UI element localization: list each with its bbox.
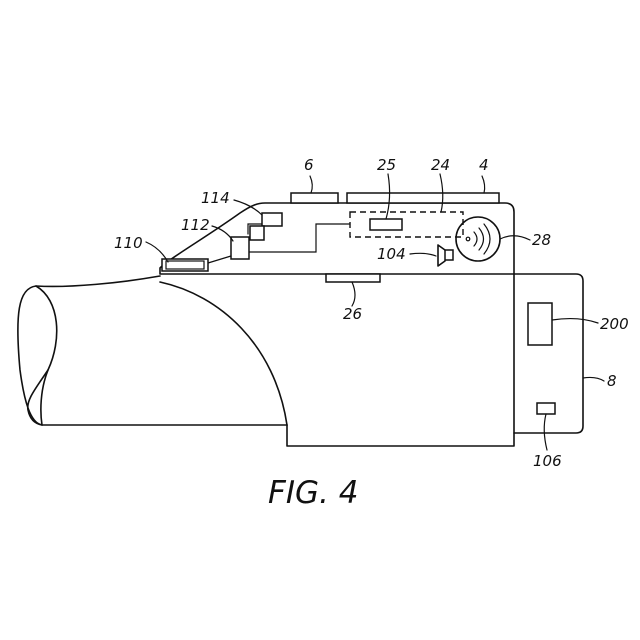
housing-outline	[160, 203, 514, 274]
speaker-104-body	[445, 250, 453, 260]
leader-26	[352, 282, 355, 306]
leader-104	[410, 253, 436, 256]
arm-end-loop	[36, 286, 57, 425]
sensor-28	[456, 217, 500, 261]
leader-200	[552, 319, 598, 323]
sensor-28-dot	[466, 237, 470, 241]
label-28: 28	[532, 231, 551, 249]
component-114	[262, 213, 282, 226]
component-112	[231, 237, 249, 259]
label-112: 112	[181, 216, 210, 234]
component-24-top	[347, 193, 499, 203]
arm-outline	[18, 276, 287, 425]
component-106	[537, 403, 555, 414]
wiring-110	[208, 256, 231, 263]
housing-lower	[287, 274, 514, 446]
leader-106	[544, 414, 547, 450]
arm-curve	[160, 282, 287, 425]
label-104: 104	[377, 245, 406, 263]
label-200: 200	[600, 315, 629, 333]
figure-caption: FIG. 4	[268, 475, 358, 511]
label-6: 6	[304, 156, 314, 174]
sensor-28-wave3	[484, 224, 490, 254]
label-26: 26	[343, 305, 362, 323]
label-114: 114	[201, 189, 230, 207]
label-4: 4	[479, 156, 489, 174]
label-110: 110	[114, 234, 143, 252]
component-26	[326, 274, 380, 282]
label-106: 106	[533, 452, 562, 470]
leader-4	[482, 176, 485, 193]
label-25: 25	[377, 156, 396, 174]
leader-28	[500, 236, 530, 240]
label-24: 24	[431, 156, 450, 174]
sensor-28-wave1	[474, 232, 477, 246]
label-8: 8	[607, 372, 617, 390]
sensor-28-wave2	[479, 228, 484, 250]
leader-8	[583, 377, 604, 381]
component-6	[291, 193, 338, 203]
speaker-104-cone	[438, 245, 445, 266]
module-24-dashed	[350, 212, 463, 237]
leader-6	[310, 176, 312, 193]
component-114-lower	[250, 226, 264, 240]
leader-112	[212, 226, 233, 241]
component-25	[370, 219, 402, 230]
component-200	[528, 303, 552, 345]
